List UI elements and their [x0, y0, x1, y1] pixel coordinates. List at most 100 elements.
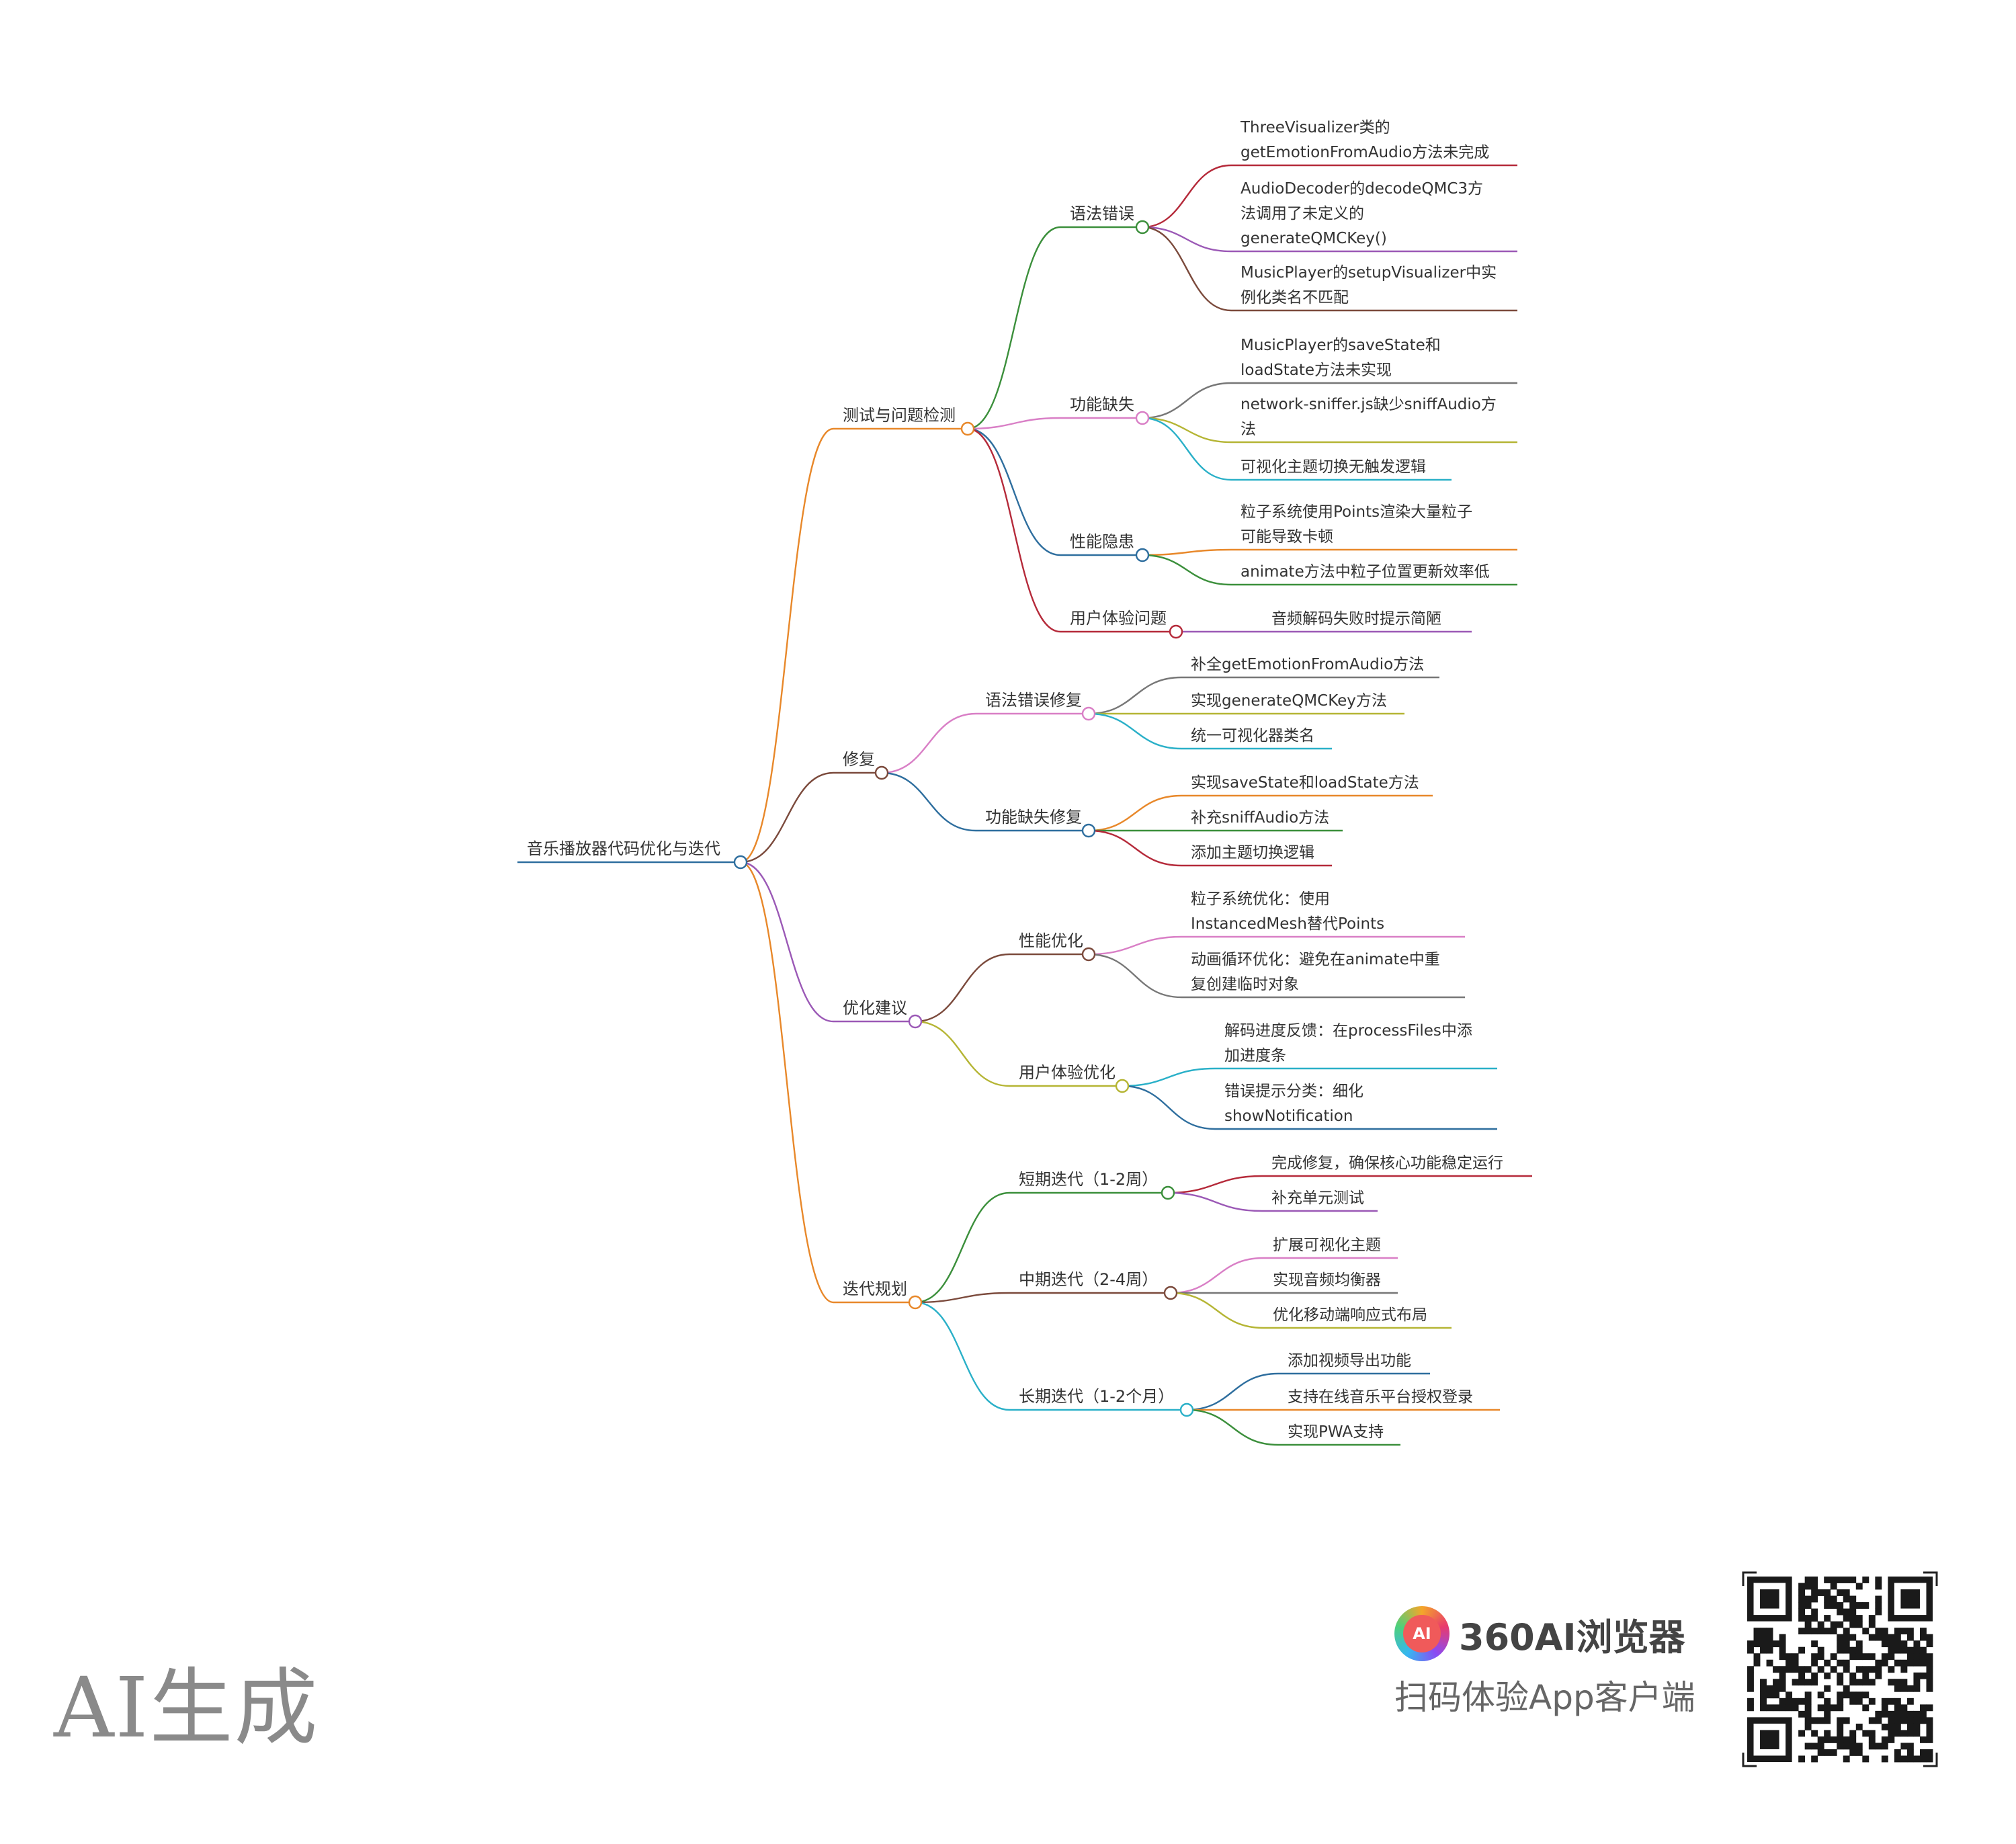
connector-line	[1186, 1372, 1279, 1411]
leaf-label: 实现PWA支持	[1288, 1423, 1384, 1441]
connector-line	[1142, 417, 1232, 481]
connector-line	[1142, 548, 1232, 556]
root-label: 音乐播放器代码优化与迭代	[527, 839, 720, 858]
leaf-label: loadState方法未实现	[1241, 362, 1392, 379]
brand-subtitle: 扫码体验App客户端	[1394, 1678, 1695, 1717]
leaf-label: 可能导致卡顿	[1241, 528, 1333, 546]
leaf-label: 实现saveState和loadState方法	[1191, 774, 1419, 792]
leaf-label: 补充sniffAudio方法	[1191, 809, 1329, 827]
branch-label: 功能缺失	[1070, 395, 1134, 414]
node-toggle[interactable]	[1169, 624, 1183, 639]
node-toggle[interactable]	[1135, 220, 1150, 235]
leaf-label: 可视化主题切换无触发逻辑	[1241, 458, 1426, 476]
leaf-label: 实现音频均衡器	[1273, 1271, 1381, 1289]
connector-line	[915, 1020, 1010, 1087]
connector-line	[740, 427, 834, 864]
node-toggle[interactable]	[908, 1295, 923, 1310]
node-toggle[interactable]	[874, 765, 889, 780]
leaf-label: animate方法中粒子位置更新效率低	[1241, 563, 1490, 581]
node-toggle[interactable]	[1081, 947, 1096, 962]
connector-line	[967, 427, 1061, 556]
branch-label: 语法错误	[1070, 204, 1134, 223]
leaf-label: 完成修复，确保核心功能稳定运行	[1271, 1155, 1503, 1172]
connector-line	[1170, 1257, 1264, 1294]
connector-line	[1088, 712, 1182, 750]
leaf-label: InstancedMesh替代Points	[1191, 915, 1384, 933]
leaf-label: 支持在线音乐平台授权登录	[1288, 1388, 1473, 1406]
mindmap-underlines	[517, 164, 1532, 1446]
leaf-label: 法	[1241, 421, 1256, 438]
node-toggle[interactable]	[1115, 1079, 1130, 1093]
leaf-label: 音频解码失败时提示简陋	[1271, 610, 1441, 628]
leaf-label: 动画循环优化：避免在animate中重	[1191, 951, 1440, 968]
leaf-label: 错误提示分类：细化	[1224, 1083, 1363, 1100]
connector-line	[1088, 829, 1182, 867]
connector-line	[1088, 935, 1182, 956]
mindmap-nodes	[733, 220, 1194, 1417]
connector-line	[740, 771, 834, 864]
connector-line	[967, 417, 1061, 430]
node-toggle[interactable]	[1135, 548, 1150, 562]
connector-line	[1142, 226, 1232, 312]
connector-line	[1167, 1175, 1263, 1194]
branch-label: 测试与问题检测	[843, 406, 956, 425]
connector-line	[967, 427, 1061, 633]
connector-line	[740, 861, 834, 1023]
leaf-label: 扩展可视化主题	[1273, 1237, 1381, 1254]
brand-logo-icon: AI	[1394, 1606, 1450, 1661]
connector-line	[1142, 554, 1232, 586]
mindmap-edges	[740, 164, 1279, 1446]
connector-line	[915, 953, 1010, 1023]
leaf-label: 解码进度反馈：在processFiles中添	[1224, 1022, 1472, 1040]
node-toggle[interactable]	[1163, 1286, 1178, 1300]
node-toggle[interactable]	[733, 855, 748, 870]
connector-line	[1186, 1409, 1279, 1446]
leaf-label: AudioDecoder的decodeQMC3方	[1241, 180, 1483, 198]
connector-line	[1142, 417, 1232, 444]
connector-line	[1142, 382, 1232, 419]
node-toggle[interactable]	[960, 421, 975, 436]
node-toggle[interactable]	[1081, 706, 1096, 721]
branch-label: 功能缺失修复	[985, 808, 1082, 827]
branch-label: 修复	[843, 750, 875, 769]
leaf-label: 添加视频导出功能	[1288, 1352, 1411, 1370]
branch-label: 用户体验问题	[1070, 609, 1167, 628]
leaf-label: MusicPlayer的setupVisualizer中实	[1241, 264, 1497, 282]
connector-line	[881, 771, 976, 832]
brand-name: 360AI浏览器	[1459, 1616, 1685, 1659]
node-toggle[interactable]	[1135, 411, 1150, 425]
node-toggle[interactable]	[1081, 823, 1096, 838]
connector-line	[1142, 226, 1232, 253]
leaf-label: 补充单元测试	[1271, 1189, 1364, 1207]
node-toggle[interactable]	[908, 1014, 923, 1029]
connector-line	[915, 1301, 1010, 1411]
leaf-label: 统一可视化器类名	[1191, 727, 1314, 745]
leaf-label: getEmotionFromAudio方法未完成	[1241, 144, 1489, 161]
branch-label: 短期迭代（1-2周）	[1019, 1170, 1158, 1189]
leaf-label: MusicPlayer的saveState和	[1241, 337, 1441, 354]
brand-logo-text: AI	[1403, 1615, 1441, 1652]
connector-line	[1122, 1085, 1216, 1130]
branch-label: 语法错误修复	[985, 691, 1082, 710]
leaf-label: 实现generateQMCKey方法	[1191, 692, 1387, 710]
leaf-label: network-sniffer.js缺少sniffAudio方	[1241, 396, 1497, 413]
qr-code-icon[interactable]	[1742, 1571, 1938, 1767]
leaf-label: 复创建临时对象	[1191, 976, 1299, 993]
branch-label: 性能优化	[1019, 931, 1083, 950]
leaf-label: 添加主题切换逻辑	[1191, 844, 1314, 862]
node-toggle[interactable]	[1161, 1185, 1175, 1200]
connector-line	[1088, 953, 1182, 999]
leaf-label: 例化类名不匹配	[1241, 289, 1349, 306]
leaf-label: 补全getEmotionFromAudio方法	[1191, 656, 1424, 673]
leaf-label: 粒子系统优化：使用	[1191, 890, 1330, 908]
leaf-label: ThreeVisualizer类的	[1240, 119, 1390, 136]
branch-label: 迭代规划	[843, 1280, 907, 1298]
mindmap-labels: 音乐播放器代码优化与迭代 测试与问题检测 语法错误 ThreeVisualizer类的…	[527, 119, 1503, 1441]
node-toggle[interactable]	[1179, 1402, 1194, 1417]
connector-line	[1167, 1191, 1263, 1212]
leaf-label: 优化移动端响应式布局	[1273, 1306, 1427, 1324]
brand-block: AI 360AI浏览器 扫码体验App客户端	[1394, 1606, 1717, 1719]
leaf-label: 加进度条	[1224, 1047, 1286, 1064]
leaf-label: showNotification	[1224, 1107, 1353, 1125]
